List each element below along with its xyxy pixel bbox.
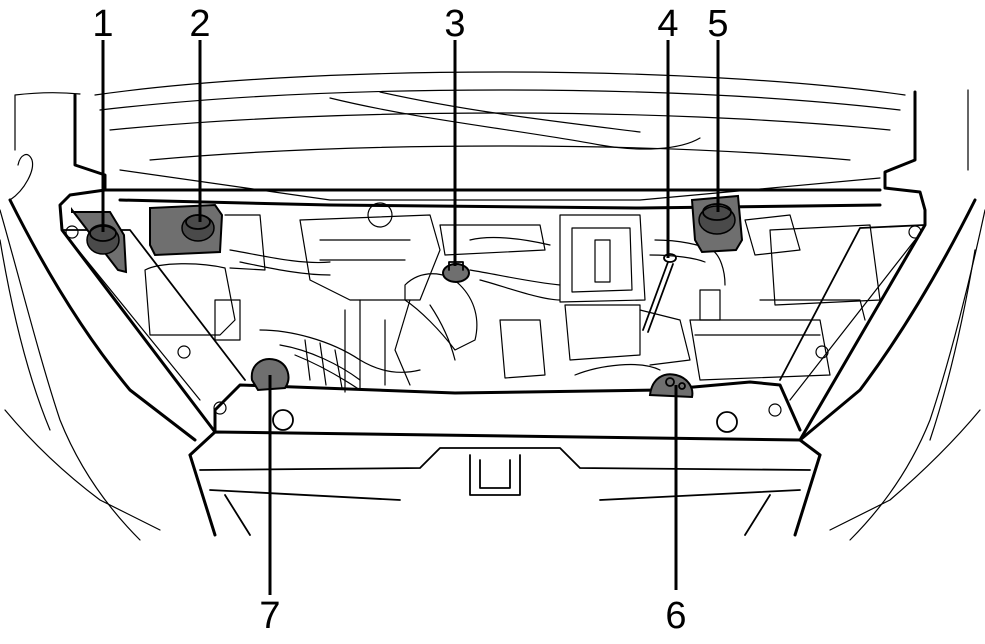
body-outline [0,71,985,541]
engine-components [144,202,881,393]
callout-6: 6 [665,595,686,637]
engine-bay-frame [8,90,977,537]
callout-4: 4 [657,3,678,45]
side-panels [61,224,926,417]
leader-lines [101,40,720,595]
component-7 [250,358,290,392]
callout-5: 5 [707,3,728,45]
callout-2: 2 [189,3,210,45]
callout-3: 3 [444,3,465,45]
callout-1: 1 [92,3,113,45]
callout-7: 7 [259,595,280,637]
highlighted-components [71,194,744,399]
callout-numbers: 1 2 3 4 5 6 7 [92,3,728,637]
component-3 [442,263,470,283]
